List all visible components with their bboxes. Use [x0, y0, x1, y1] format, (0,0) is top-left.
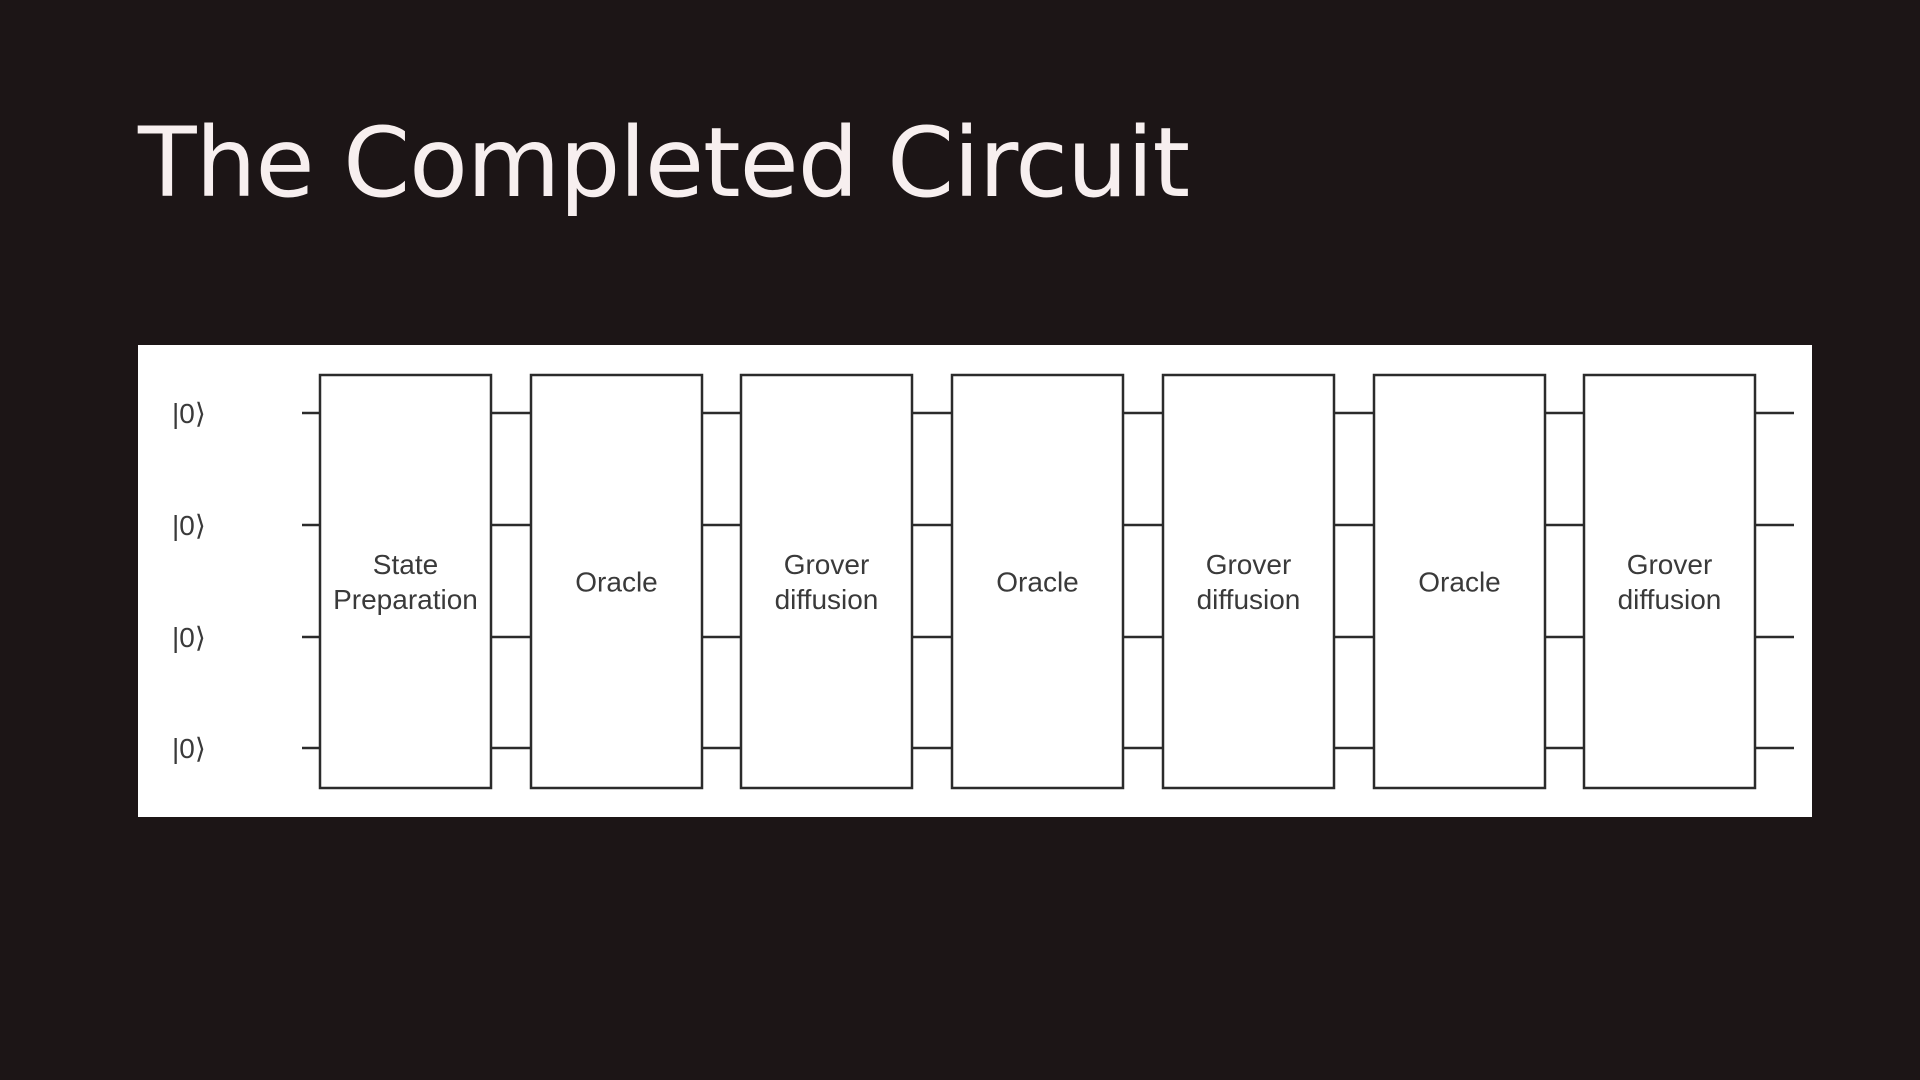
gate-4: Oracle: [950, 373, 1125, 790]
gate-box: [318, 373, 493, 790]
gate-label: Grover: [784, 549, 870, 580]
gate-label: diffusion: [775, 584, 879, 615]
slide-title: The Completed Circuit: [138, 107, 1190, 219]
qubit-label-3: |0⟩: [172, 622, 206, 653]
gate-label: Oracle: [996, 567, 1078, 598]
gate-label: State: [373, 549, 438, 580]
gate-3: Grover diffusion: [739, 373, 914, 790]
qubit-label-1: |0⟩: [172, 398, 206, 429]
gate-label: Grover: [1627, 549, 1713, 580]
gate-box: [950, 373, 1125, 790]
gate-box: [1372, 373, 1547, 790]
qubit-labels: |0⟩ |0⟩ |0⟩ |0⟩: [172, 398, 206, 764]
gate-label: Oracle: [575, 567, 657, 598]
gate-5: Grover diffusion: [1161, 373, 1336, 790]
gate-box: [739, 373, 914, 790]
gate-label: diffusion: [1197, 584, 1301, 615]
gate-2: Oracle: [529, 373, 704, 790]
qubit-label-4: |0⟩: [172, 733, 206, 764]
gate-label: Grover: [1206, 549, 1292, 580]
gate-7: Grover diffusion: [1582, 373, 1757, 790]
gate-box: [529, 373, 704, 790]
gate-6: Oracle: [1372, 373, 1547, 790]
gate-label: diffusion: [1618, 584, 1722, 615]
gate-label: Preparation: [333, 584, 478, 615]
gate-box: [1161, 373, 1336, 790]
gate-label: Oracle: [1418, 567, 1500, 598]
gate-box: [1582, 373, 1757, 790]
qubit-label-2: |0⟩: [172, 510, 206, 541]
